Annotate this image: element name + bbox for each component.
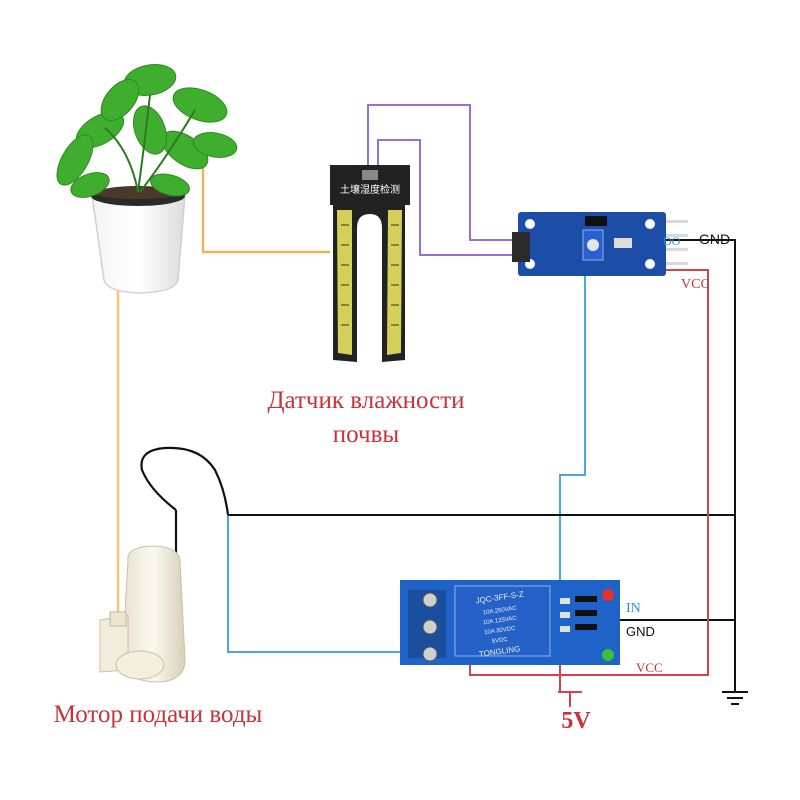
relay-rating3: 10A 30VDC [484,626,517,636]
pump-icon [99,446,230,683]
pump-caption: Мотор подачи воды [54,701,263,728]
relay-rating1: 10A 250VAC [483,606,518,617]
wire-purple-1 [367,104,518,241]
relay-module: JQC-3FF-S-Z 10A 250VAC 10A 125VAC 10A 30… [400,580,620,665]
module-do-label: DO [663,234,681,248]
probe-label: 土壤湿度检测 [340,183,400,196]
supply-label: 5V [561,708,591,734]
relay-vcc-label: VCC [636,660,663,675]
wire-purple-2 [377,139,518,256]
wire-blue-signal [559,270,608,606]
soil-probe: 土壤湿度检测 [330,165,410,362]
relay-coil: 5VDC [492,637,509,645]
plant-icon [56,64,238,294]
relay-gnd-label: GND [626,624,655,639]
module-vcc-label: VCC [681,277,710,292]
module-gnd-label: GND [699,231,730,247]
wire-black-gnd [665,239,736,692]
relay-rating2: 10A 125VAC [483,616,518,627]
sensor-caption-line2: почвы [333,421,400,448]
wire-orange-plant [201,165,330,254]
sensor-caption-line1: Датчик влажности [268,387,465,414]
ground-icon [722,691,748,705]
sensor-module [512,212,688,276]
wire-blue-pump [227,515,405,653]
relay-in-label: IN [626,601,641,616]
